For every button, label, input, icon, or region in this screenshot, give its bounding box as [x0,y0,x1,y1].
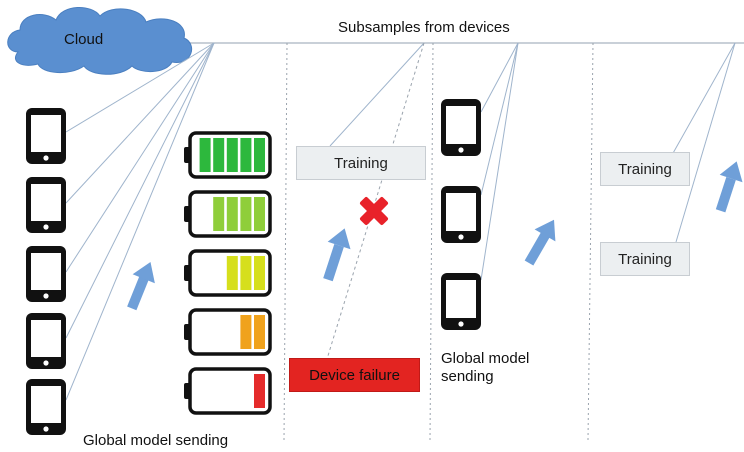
battery-cell [240,197,252,231]
separator-3 [587,42,594,441]
device-failure-box: Device failure [289,358,420,392]
phone-icon-5 [26,379,66,435]
subsamples-label: Subsamples from devices [338,19,510,36]
phone-icon-mid-1 [441,99,481,156]
fan-lines-right [671,42,736,243]
cloud-shape [7,7,193,75]
arrow-up-right-col4 [715,161,743,213]
separator-1 [283,42,288,441]
phone-icon-3 [26,246,66,302]
battery-icon-5 [184,367,272,415]
battery-icon-1 [184,131,272,179]
training-box-2: Training [600,152,690,186]
battery-cell [254,197,265,231]
battery-cell [240,315,252,349]
training-box-1: Training [296,146,426,180]
cloud-label: Cloud [64,31,104,48]
phone-icon-mid-2 [441,186,481,243]
arrows [127,161,743,311]
arrow-down-left-col3 [524,219,556,266]
battery-cell [226,197,238,231]
battery-icon-4 [184,308,272,356]
battery-cell [240,138,252,172]
battery-cell [254,138,265,172]
battery-cell [199,138,211,172]
separator-2 [429,42,434,441]
battery-cell [213,138,225,172]
battery-cell [254,315,265,349]
phone-icon-4 [26,313,66,369]
failure-x-icon [359,196,389,226]
battery-cell [254,256,265,290]
battery-cell [213,197,225,231]
battery-icon-2 [184,190,272,238]
phone-icon-1 [26,108,66,164]
battery-cell [226,138,238,172]
global-model-sending-label-mid: Global model sending [441,350,530,385]
train-line-1 [329,42,425,147]
training-box-3: Training [600,242,690,276]
global-model-sending-label-left: Global model sending [83,432,229,449]
phone-icon-2 [26,177,66,233]
fan-lines-left [65,42,215,401]
battery-cell [240,256,252,290]
fan-lines-mid [480,42,519,281]
battery-icon-3 [184,249,272,297]
battery-column [184,131,272,415]
arrow-up-right-col2 [323,228,351,282]
arrow-down-left [127,262,155,311]
battery-cell [254,374,265,408]
battery-cell [226,256,238,290]
phone-icon-mid-3 [441,273,481,330]
